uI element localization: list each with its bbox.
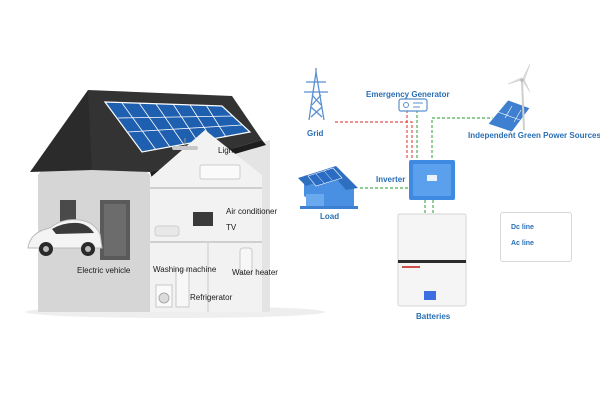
emergency-generator-icon — [398, 98, 428, 112]
lights-icon — [172, 138, 198, 150]
air-conditioner-icon — [199, 164, 241, 180]
sofa-icon — [154, 225, 180, 237]
air-conditioner-label: Air conditioner — [226, 207, 278, 216]
tv-icon — [193, 212, 213, 226]
electric-vehicle-label: Electric vehicle — [77, 266, 131, 275]
emergency-generator-label: Emergency Generator — [366, 90, 450, 99]
ac-line-green — [431, 117, 500, 160]
green-power-label: Independent Green Power Sources — [468, 131, 600, 140]
garage-door-inner — [104, 204, 126, 256]
electric-vehicle-icon — [27, 219, 103, 256]
load-label: Load — [320, 212, 340, 221]
water-heater-label: Water heater — [232, 268, 278, 277]
batteries-label: Batteries — [416, 312, 451, 321]
dc-line-grid — [335, 121, 413, 160]
refrigerator-icon — [175, 269, 190, 308]
legend-ac-label: Ac line — [511, 240, 534, 247]
refrigerator-label: Refrigerator — [190, 293, 233, 302]
inverter-icon — [409, 160, 455, 200]
water-heater-icon — [239, 247, 253, 275]
load-house-icon — [298, 166, 358, 209]
legend: Dc line Ac line — [500, 212, 572, 262]
roof-solar-panel — [103, 101, 252, 153]
house-window — [60, 200, 76, 222]
grid-tower-icon — [304, 68, 328, 121]
green-power-icon — [487, 63, 531, 137]
lights-label: Lights — [218, 146, 240, 155]
tv-label: TV — [226, 223, 237, 232]
battery-icon — [397, 213, 467, 307]
grid-label: Grid — [307, 129, 324, 138]
legend-dc-label: Dc line — [511, 224, 534, 231]
washing-machine-icon — [155, 284, 173, 308]
washing-machine-label: Washing machine — [153, 265, 217, 274]
inverter-label: Inverter — [376, 175, 406, 184]
